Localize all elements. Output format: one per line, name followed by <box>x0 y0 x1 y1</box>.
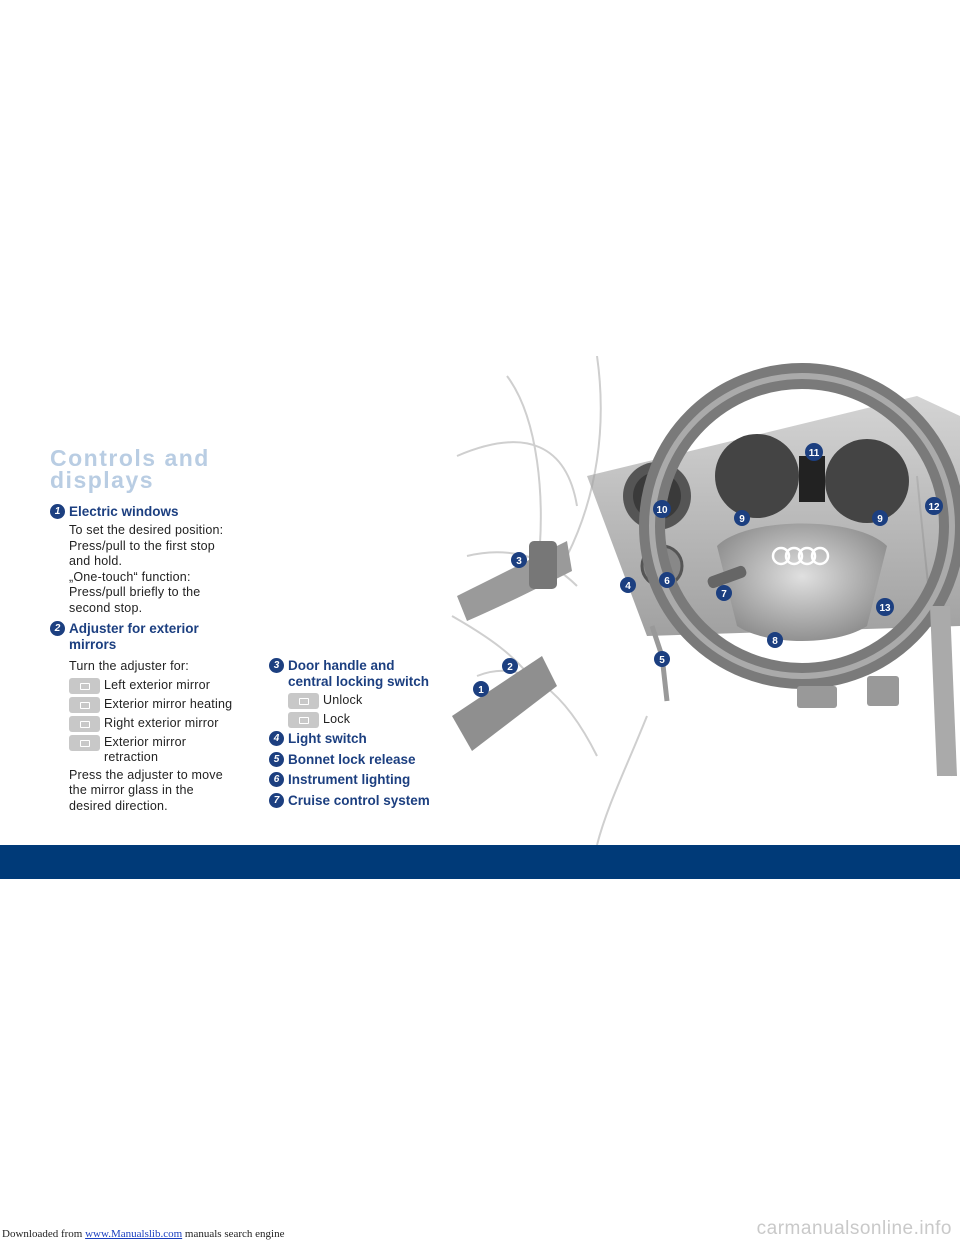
callout-number: 3 <box>269 658 284 673</box>
mirror-retraction-icon <box>69 734 100 751</box>
svg-text:6: 6 <box>664 576 670 587</box>
svg-text:9: 9 <box>739 514 745 525</box>
dashboard-illustration: 1 2 3 4 5 6 7 8 9 9 10 11 12 13 <box>451 356 960 845</box>
section-heading: Cruise control system <box>288 793 430 808</box>
page-title: Controls and displays <box>50 445 210 493</box>
section-bonnet-release: 5 Bonnet lock release <box>269 752 416 768</box>
section-instrument-lighting: 6 Instrument lighting <box>269 772 410 788</box>
driver-info-display <box>799 456 825 502</box>
clutch-pedal <box>867 676 899 706</box>
svg-text:9: 9 <box>877 514 883 525</box>
speedometer-gauge <box>715 434 799 518</box>
callout-10: 10 <box>653 500 671 518</box>
svg-text:12: 12 <box>928 502 940 513</box>
callout-13: 13 <box>876 598 894 616</box>
svg-text:2: 2 <box>507 662 513 673</box>
svg-text:3: 3 <box>516 556 522 567</box>
section-heading: Electric windows <box>69 504 179 519</box>
option-left-mirror: Left exterior mirror <box>69 677 255 694</box>
callout-9-right: 9 <box>872 510 888 526</box>
callout-3: 3 <box>511 552 527 568</box>
svg-text:8: 8 <box>772 636 778 647</box>
lock-icon <box>288 712 319 728</box>
callout-5: 5 <box>654 651 670 667</box>
option-unlock: Unlock <box>288 693 449 709</box>
mirror-heating-icon <box>69 696 100 713</box>
callout-9-left: 9 <box>734 510 750 526</box>
tachometer-gauge <box>825 439 909 523</box>
brand-rings-icon <box>771 546 830 566</box>
brake-pedal <box>797 686 837 708</box>
callout-number: 5 <box>269 752 284 767</box>
callout-number: 4 <box>269 731 284 746</box>
svg-text:5: 5 <box>659 655 665 666</box>
option-mirror-heating: Exterior mirror heating <box>69 696 255 713</box>
callout-7: 7 <box>716 585 732 601</box>
callout-number: 2 <box>50 621 65 636</box>
option-lock: Lock <box>288 712 449 728</box>
section-body: Unlock Lock <box>288 693 449 728</box>
callout-2: 2 <box>502 658 518 674</box>
watermark: carmanualsonline.info <box>756 1218 952 1239</box>
section-cruise-control: 7 Cruise control system <box>269 793 430 809</box>
section-heading: Light switch <box>288 731 367 746</box>
section-heading: Door handle and central locking switch <box>288 658 430 689</box>
callout-number: 6 <box>269 772 284 787</box>
svg-text:10: 10 <box>656 505 668 516</box>
callout-12: 12 <box>925 497 943 515</box>
section-heading: Adjuster for exterior mirrors <box>69 621 199 652</box>
cruise-control-stalk <box>707 565 747 589</box>
steering-wheel-hub <box>717 523 887 641</box>
manualslib-link[interactable]: www.Manualslib.com <box>85 1228 183 1240</box>
section-body: Turn the adjuster for: Left exterior mir… <box>69 659 255 814</box>
section-mirror-adjuster: 2 Adjuster for exterior mirrors Turn the… <box>50 621 255 814</box>
callout-11: 11 <box>805 443 823 461</box>
option-right-mirror: Right exterior mirror <box>69 715 255 732</box>
svg-text:13: 13 <box>879 603 891 614</box>
callout-1: 1 <box>473 681 489 697</box>
section-heading: Bonnet lock release <box>288 752 416 767</box>
central-locking-switch <box>529 541 557 589</box>
footer-band <box>0 845 960 879</box>
callout-8: 8 <box>767 632 783 648</box>
svg-text:1: 1 <box>478 685 484 696</box>
svg-text:11: 11 <box>809 448 820 459</box>
section-heading: Instrument lighting <box>288 772 411 787</box>
section-door-handle: 3 Door handle and central locking switch… <box>269 658 449 728</box>
section-light-switch: 4 Light switch <box>269 731 367 747</box>
callout-number: 7 <box>269 793 284 808</box>
mirror-right-icon <box>69 715 100 732</box>
download-credit: Downloaded from www.Manualslib.com manua… <box>2 1228 285 1240</box>
mirror-left-icon <box>69 677 100 694</box>
callout-6: 6 <box>659 572 675 588</box>
svg-text:4: 4 <box>625 581 631 592</box>
callout-number: 1 <box>50 504 65 519</box>
unlock-icon <box>288 693 319 709</box>
callout-markers: 1 2 3 4 5 6 7 8 9 9 10 11 12 13 <box>473 443 943 697</box>
section-electric-windows: 1 Electric windows To set the desired po… <box>50 504 250 616</box>
section-body: To set the desired position: Press/pull … <box>69 523 224 615</box>
accelerator-pedal <box>930 606 957 776</box>
window-switch-panel <box>452 656 557 751</box>
svg-text:7: 7 <box>721 589 727 600</box>
callout-4: 4 <box>620 577 636 593</box>
